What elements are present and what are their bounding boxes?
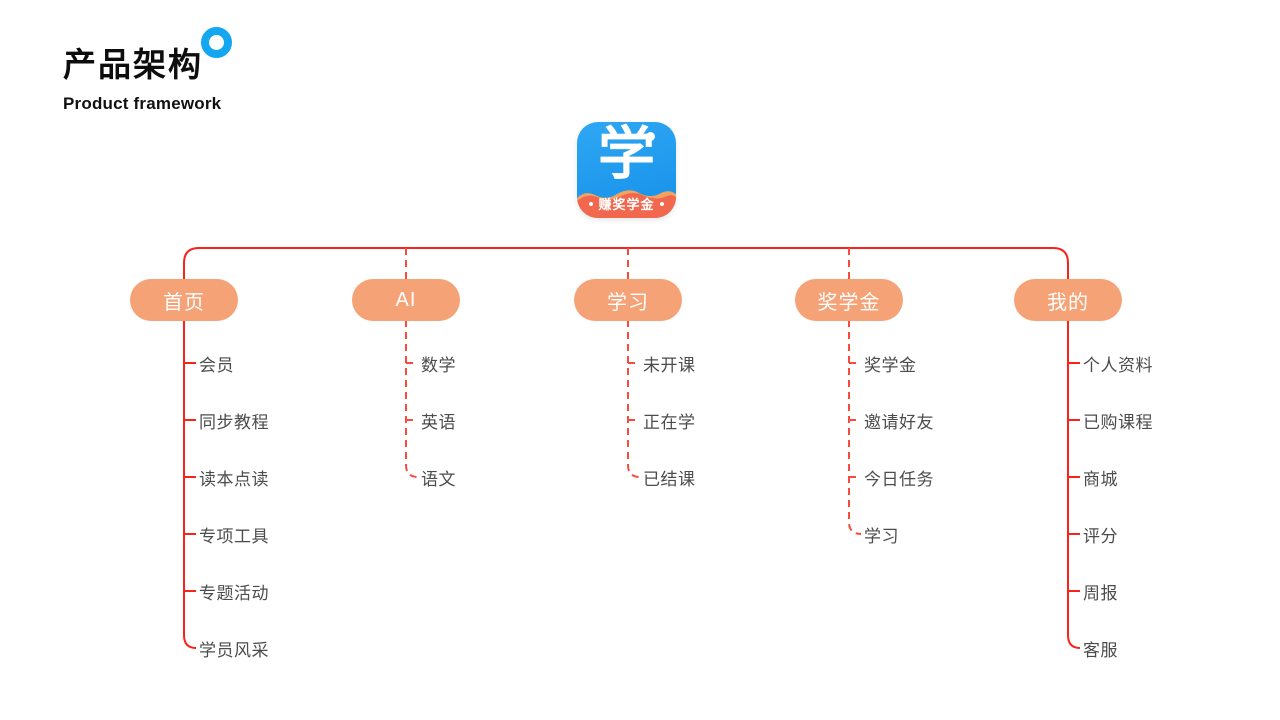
branch-item: 数学 — [421, 356, 456, 375]
branch-item: 个人资料 — [1083, 356, 1153, 375]
app-icon-glyph-dot — [646, 132, 655, 141]
branch-line-home — [183, 247, 200, 649]
branch-item: 英语 — [421, 413, 456, 432]
branch-item: 专项工具 — [199, 527, 269, 546]
banner-left-dot-icon — [589, 201, 594, 206]
branch-items-scholarship: 奖学金 邀请好友 今日任务 学习 — [864, 335, 934, 563]
app-icon: 学 赚奖学金 — [577, 122, 676, 218]
branch-item: 会员 — [199, 356, 234, 375]
branch-item: 已结课 — [643, 470, 696, 489]
app-icon-banner: 赚奖学金 — [577, 185, 676, 218]
branch-pill-ai: AI — [352, 279, 460, 321]
branch-item: 语文 — [421, 470, 456, 489]
branch-item: 同步教程 — [199, 413, 269, 432]
branch-ticks-mine — [1068, 362, 1080, 592]
branch-item: 邀请好友 — [864, 413, 934, 432]
branch-item: 评分 — [1083, 527, 1118, 546]
branch-item: 学习 — [864, 527, 899, 546]
branch-ticks-home — [184, 362, 196, 592]
branch-item: 未开课 — [643, 356, 696, 375]
blue-ring-icon — [201, 27, 232, 58]
branch-line-mine — [1052, 247, 1081, 649]
branch-ticks-scholarship — [849, 362, 861, 478]
banner-text: 赚奖学金 — [598, 197, 655, 212]
page-title: 产品架构 — [63, 46, 203, 83]
branch-line-ai — [405, 248, 419, 478]
branch-item: 周报 — [1083, 584, 1118, 603]
branch-items-home: 会员 同步教程 读本点读 专项工具 专题活动 学员风采 — [199, 335, 269, 677]
branch-item: 学员风采 — [199, 641, 269, 660]
branch-pill-scholarship: 奖学金 — [795, 279, 903, 321]
branch-item: 今日任务 — [864, 470, 934, 489]
branch-pill-study: 学习 — [574, 279, 682, 321]
branch-item: 正在学 — [643, 413, 696, 432]
branch-item: 已购课程 — [1083, 413, 1153, 432]
page-subtitle: Product framework — [63, 94, 222, 114]
branch-items-study: 未开课 正在学 已结课 — [643, 335, 696, 506]
branch-items-mine: 个人资料 已购课程 商城 评分 周报 客服 — [1083, 335, 1153, 677]
banner-wave — [577, 190, 676, 218]
banner-text-row: 赚奖学金 — [577, 194, 676, 213]
branch-items-ai: 数学 英语 语文 — [421, 335, 456, 506]
branch-item: 商城 — [1083, 470, 1118, 489]
branch-item: 奖学金 — [864, 356, 917, 375]
branch-ticks-ai — [406, 362, 418, 421]
branch-pill-mine: 我的 — [1014, 279, 1122, 321]
branch-line-scholarship — [848, 248, 862, 535]
app-icon-glyph: 学 — [598, 122, 655, 186]
header: 产品架构 Product framework — [63, 44, 221, 114]
branch-line-study — [627, 248, 641, 478]
branch-ticks-study — [628, 362, 640, 421]
banner-right-dot-icon — [659, 201, 664, 206]
branch-item: 客服 — [1083, 641, 1118, 660]
branch-item: 专题活动 — [199, 584, 269, 603]
branch-item: 读本点读 — [199, 470, 269, 489]
branch-pill-home: 首页 — [130, 279, 238, 321]
